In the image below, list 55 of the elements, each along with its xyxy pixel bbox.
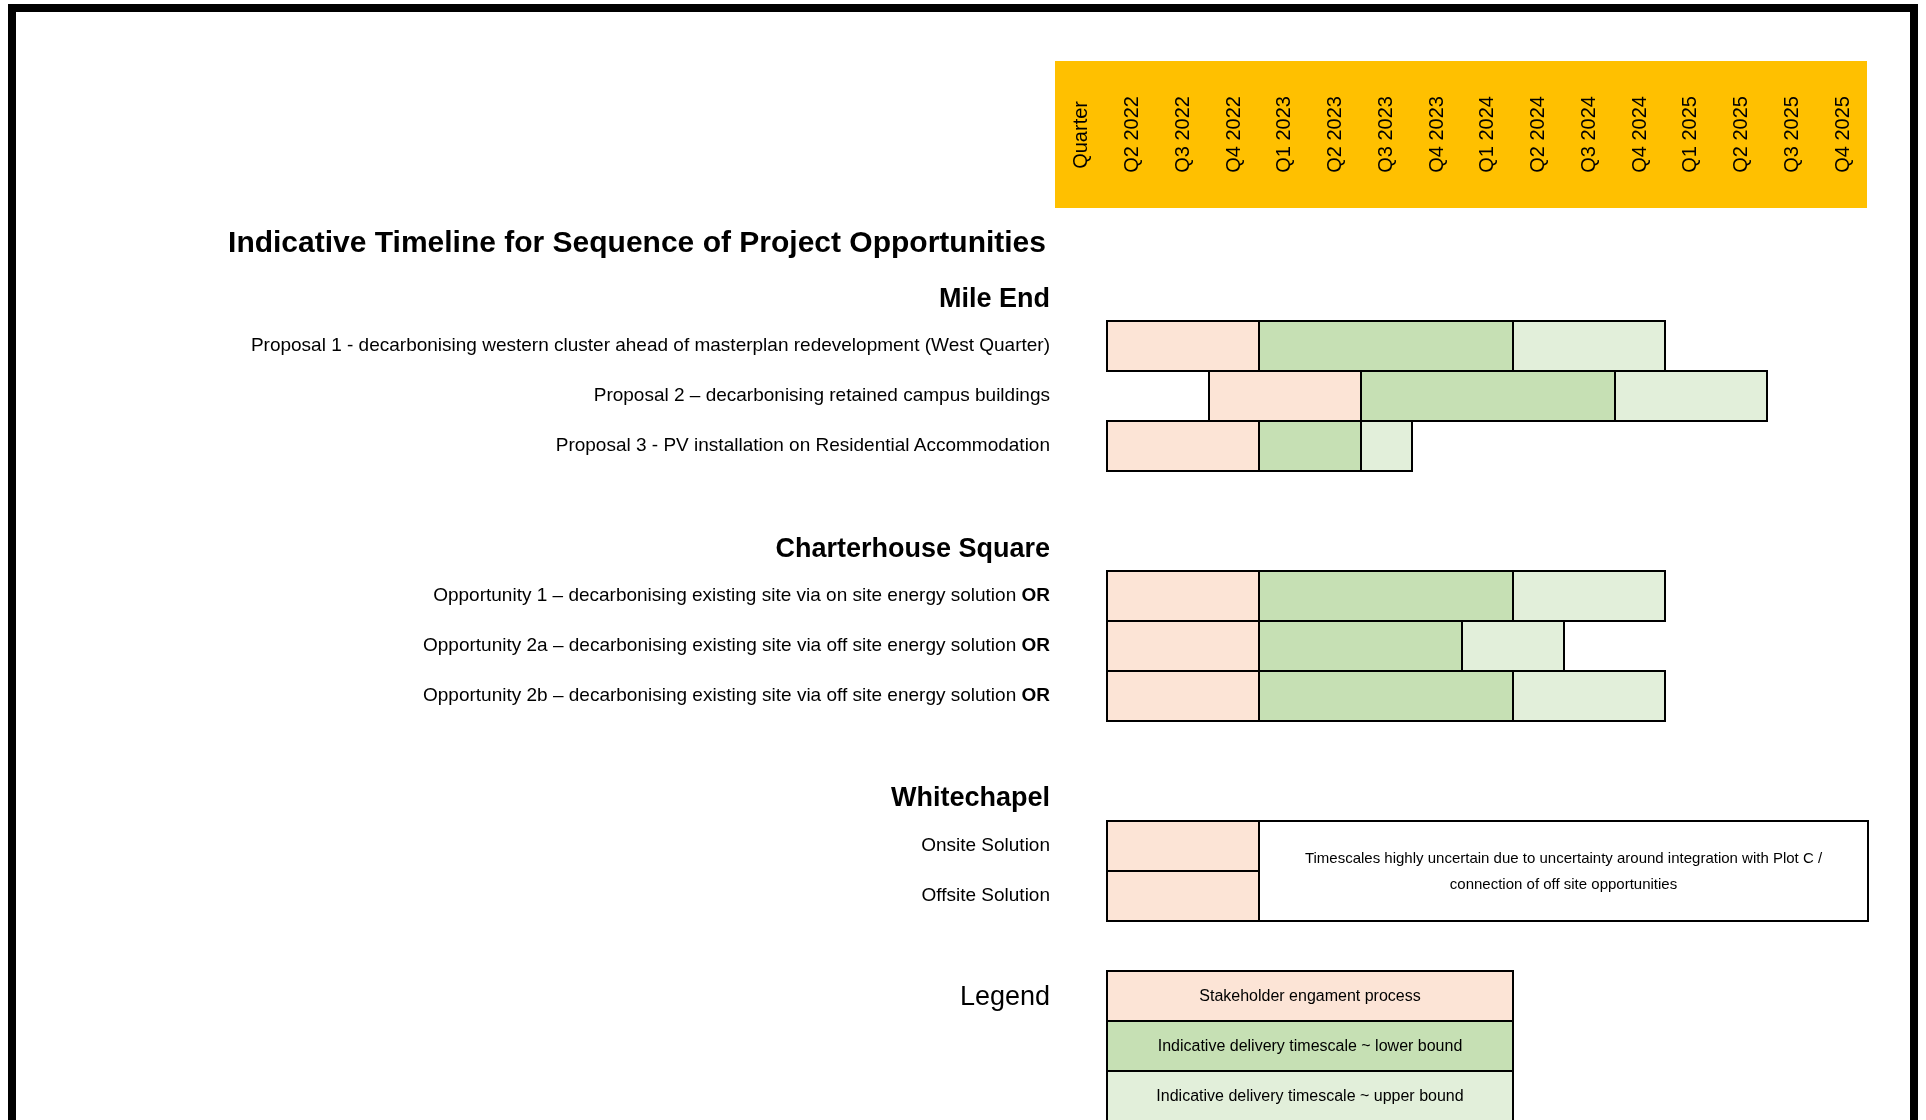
timeline-bar-segment bbox=[1106, 570, 1261, 622]
timeline-bar-segment bbox=[1106, 620, 1261, 672]
quarter-label: Q3 2022 bbox=[1169, 96, 1194, 173]
note-text: Timescales highly uncertain due to uncertainty around integration with Plot C / connection of off site opportunities bbox=[1303, 848, 1824, 894]
quarter-label: Q3 2025 bbox=[1778, 96, 1803, 173]
timeline-bar-segment bbox=[1512, 320, 1667, 372]
timeline-bar-segment bbox=[1207, 370, 1362, 422]
quarter-header-band bbox=[1055, 61, 1867, 208]
row-label: Proposal 1 - decarbonising western cluster ahead of masterplan redevelopment (West Quarter) bbox=[250, 333, 1050, 357]
timeline-bar-segment bbox=[1258, 420, 1362, 472]
timeline-bar-segment bbox=[1359, 420, 1413, 472]
quarter-label: Q4 2022 bbox=[1220, 96, 1245, 173]
timeline-bar-segment bbox=[1106, 320, 1261, 372]
row-label: Opportunity 2a – decarbonising existing site via off site energy solution OR bbox=[423, 633, 1050, 657]
row-label: Opportunity 2b – decarbonising existing site via off site energy solution OR bbox=[423, 683, 1050, 707]
section-heading: Mile End bbox=[939, 282, 1050, 315]
quarter-label: Q2 2024 bbox=[1525, 96, 1550, 173]
legend-text: Indicative delivery timescale ~ lower bound bbox=[1157, 1036, 1463, 1056]
legend-text: Stakeholder engament process bbox=[1199, 986, 1421, 1006]
legend-text: Indicative delivery timescale ~ upper bound bbox=[1156, 1086, 1464, 1106]
timeline-bar-segment bbox=[1258, 670, 1514, 722]
note-box bbox=[1258, 820, 1869, 922]
quarter-label: Q4 2023 bbox=[1423, 96, 1448, 173]
row-label: Proposal 2 – decarbonising retained campus buildings bbox=[593, 383, 1050, 407]
timeline-bar-segment bbox=[1258, 320, 1514, 372]
quarter-label: Q2 2023 bbox=[1322, 96, 1347, 173]
quarter-label: Q4 2024 bbox=[1626, 96, 1651, 173]
timeline-bar-segment bbox=[1512, 570, 1667, 622]
timeline-bar-segment bbox=[1461, 620, 1565, 672]
title: Indicative Timeline for Sequence of Project Opportunities bbox=[228, 224, 1046, 260]
quarter-label: Q1 2025 bbox=[1677, 96, 1702, 173]
timeline-bar-segment bbox=[1359, 370, 1616, 422]
row-label: Onsite Solution bbox=[921, 833, 1050, 857]
quarter-label: Q2 2022 bbox=[1119, 96, 1144, 173]
quarter-label: Q2 2025 bbox=[1728, 96, 1753, 173]
timeline-bar-segment bbox=[1106, 870, 1261, 922]
timeline-bar-segment bbox=[1613, 370, 1768, 422]
quarter-label: Q1 2024 bbox=[1474, 96, 1499, 173]
timeline-bar-segment bbox=[1258, 570, 1514, 622]
row-label: Opportunity 1 – decarbonising existing site via on site energy solution OR bbox=[433, 583, 1050, 607]
legend-heading: Legend bbox=[959, 980, 1050, 1013]
timeline-bar-segment bbox=[1512, 670, 1667, 722]
quarter-label: Q3 2024 bbox=[1575, 96, 1600, 173]
timeline-bar-segment bbox=[1106, 420, 1261, 472]
quarter-label: Q4 2025 bbox=[1829, 96, 1854, 173]
row-label: Offsite Solution bbox=[921, 883, 1050, 907]
quarter-label: Q3 2023 bbox=[1372, 96, 1397, 173]
section-heading: Charterhouse Square bbox=[775, 532, 1050, 565]
section-heading: Whitechapel bbox=[890, 781, 1050, 814]
quarter-label: Q1 2023 bbox=[1271, 96, 1296, 173]
timeline-bar-segment bbox=[1106, 670, 1261, 722]
quarter-label: Quarter bbox=[1068, 100, 1093, 169]
row-label: Proposal 3 - PV installation on Residential Accommodation bbox=[555, 433, 1050, 457]
timeline-bar-segment bbox=[1258, 620, 1464, 672]
timeline-bar-segment bbox=[1106, 820, 1261, 872]
